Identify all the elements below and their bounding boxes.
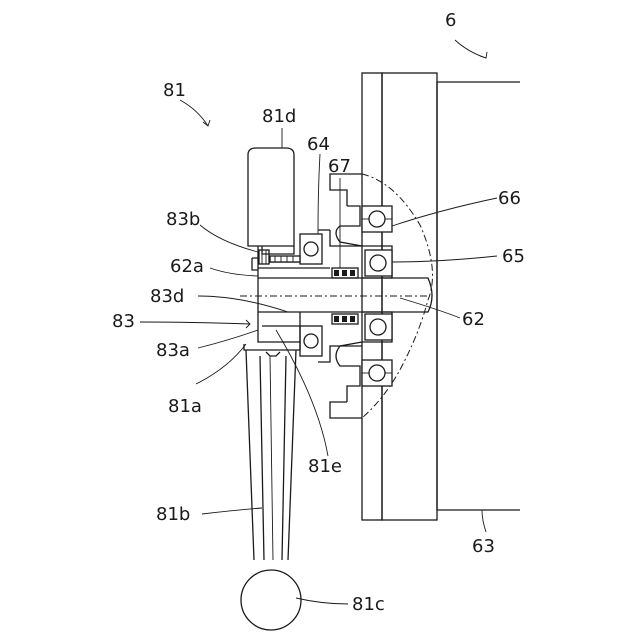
label-83b: 83b [166,209,200,230]
leader-lines [140,40,497,604]
label-83d: 83d [150,286,184,307]
seal-67-upper [332,268,358,278]
label-81c: 81c [352,594,385,615]
label-64: 64 [307,134,330,155]
bearing-64-lower [300,326,322,356]
label-62: 62 [462,309,485,330]
label-63: 63 [472,536,495,557]
bearing-65-lower [365,314,392,340]
seal-67-lower [332,314,358,324]
bearing-64-upper [300,234,322,264]
label-66: 66 [498,188,521,209]
label-83a: 83a [156,340,190,361]
label-81: 81 [163,80,186,101]
label-81b: 81b [156,504,190,525]
label-67: 67 [328,156,351,177]
label-83: 83 [112,311,135,332]
shaft-62 [240,278,432,312]
label-6: 6 [445,10,456,31]
label-65: 65 [502,246,525,267]
label-81e: 81e [308,456,342,477]
lever-81 [241,342,301,630]
bearing-66-upper [362,206,392,232]
screw-83b [259,250,269,264]
label-81a: 81a [168,396,202,417]
label-62a: 62a [170,256,204,277]
bearing-65-upper [365,250,392,276]
bearing-66-lower [362,360,392,386]
label-81d: 81d [262,106,296,127]
knob-81d [248,148,294,254]
